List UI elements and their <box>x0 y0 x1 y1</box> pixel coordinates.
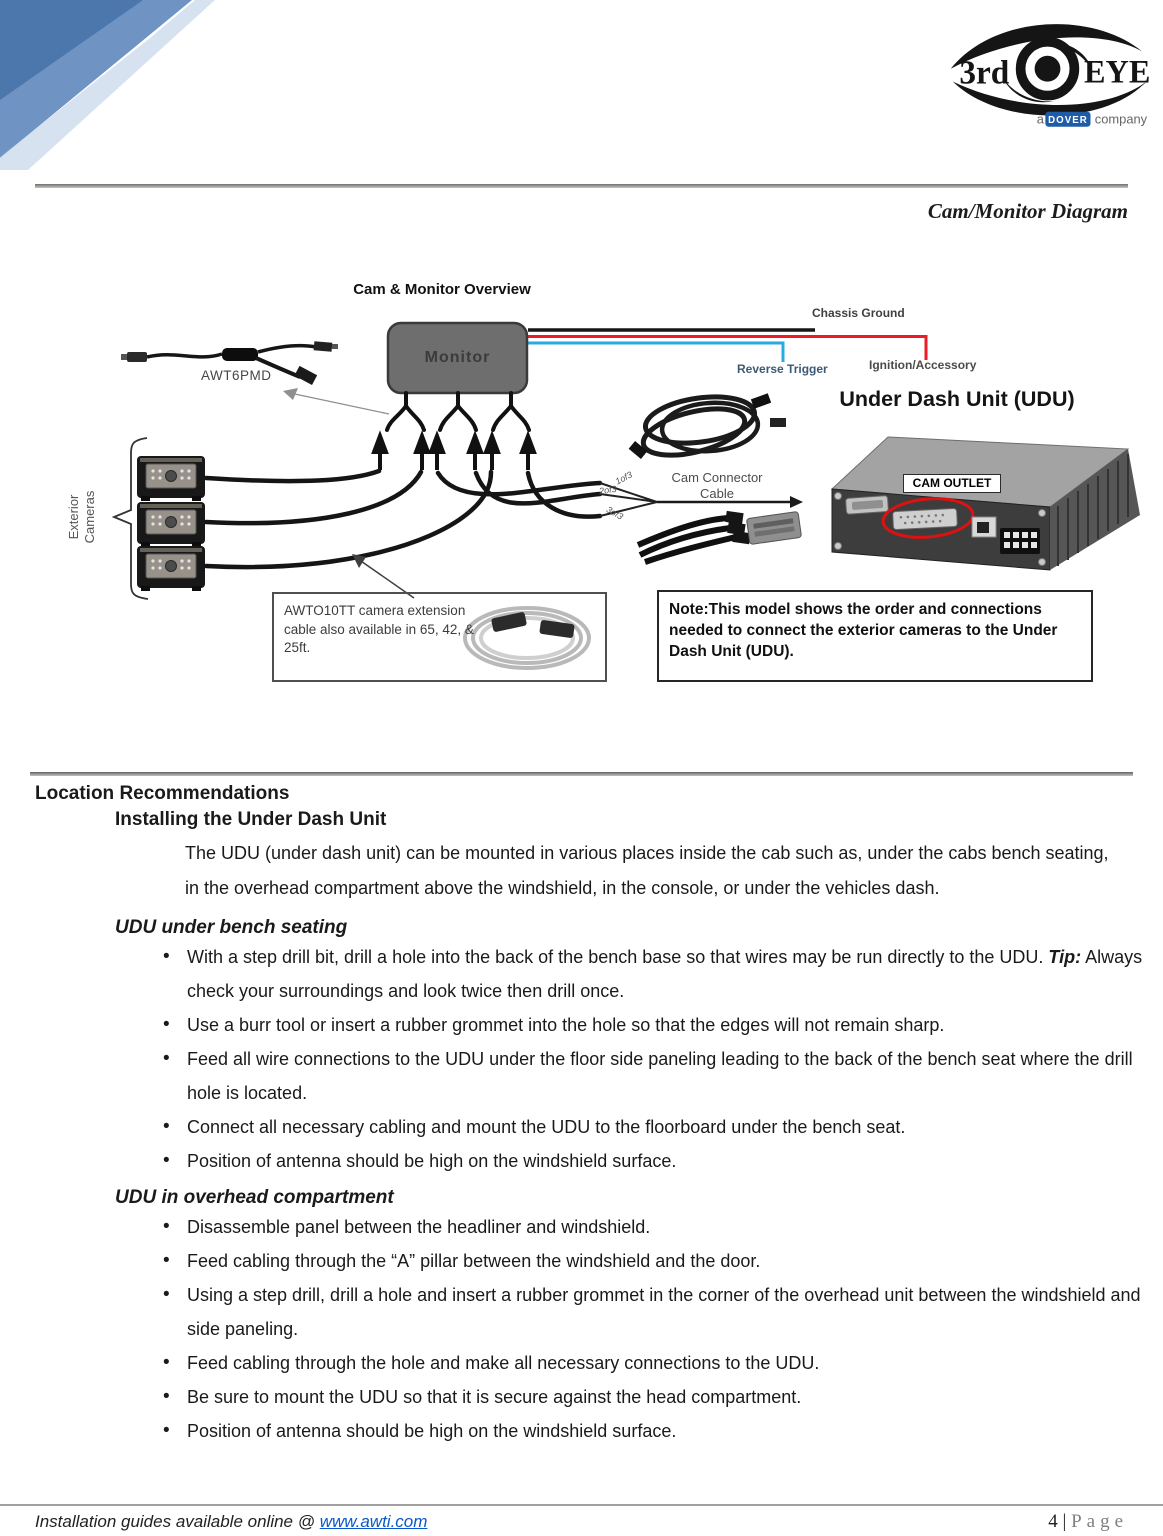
list-item: Be sure to mount the UDU so that it is s… <box>155 1380 1155 1414</box>
cam-outlet-label: CAM OUTLET <box>903 474 1001 493</box>
reverse-trigger-label: Reverse Trigger <box>737 362 828 376</box>
monitor-y-connectors <box>385 391 531 432</box>
page-footer: Installation guides available online @ w… <box>0 1504 1163 1533</box>
awt6pmd-label: AWT6PMD <box>201 368 272 383</box>
dover-badge-text: DOVER <box>1048 115 1088 126</box>
tagline-a: a <box>1037 112 1045 127</box>
list-item: Feed all wire connections to the UDU und… <box>155 1042 1155 1110</box>
cam-connector-arrowhead <box>790 496 803 508</box>
udu-intro-paragraph: The UDU (under dash unit) can be mounted… <box>185 843 1109 898</box>
list-item: Using a step drill, drill a hole and ins… <box>155 1278 1155 1346</box>
overhead-compartment-list: Disassemble panel between the headliner … <box>35 1210 1153 1448</box>
list-item: Position of antenna should be high on th… <box>155 1144 1155 1178</box>
extension-cable-note-box: AWTO10TT camera extension cable also ava… <box>272 592 607 682</box>
camera-icon <box>137 456 205 501</box>
heatsink-fins <box>1057 454 1129 566</box>
dover-tagline: a DOVER company <box>1037 112 1148 127</box>
header-rule <box>35 184 1128 188</box>
bullet-text-pre: With a step drill bit, drill a hole into… <box>187 947 1049 967</box>
camera-icon <box>137 546 205 591</box>
chassis-ground-label: Chassis Ground <box>812 306 905 320</box>
camera-cables <box>203 468 603 570</box>
corner-triangle-dark <box>0 0 143 100</box>
installing-udu-heading: Installing the Under Dash Unit <box>115 809 387 830</box>
brand-text-eye: EYE <box>1084 54 1150 90</box>
cable-ends-art <box>636 510 802 565</box>
eye-icon <box>950 24 1147 116</box>
extension-pointer-arrow <box>352 554 415 599</box>
diagram-title: Cam & Monitor Overview <box>353 281 531 298</box>
udu-box <box>830 436 1140 571</box>
exterior-label-line2: Cameras <box>82 490 97 544</box>
list-item: Feed cabling through the “A” pillar betw… <box>155 1244 1155 1278</box>
exterior-cameras-bracket <box>111 437 149 600</box>
page-number-separator: | <box>1062 1511 1067 1532</box>
awti-link[interactable]: www.awti.com <box>319 1512 428 1531</box>
exterior-cameras-label: Exterior Cameras <box>66 467 110 567</box>
brand-logo: 3rd EYE a DOVER company <box>950 24 1150 127</box>
diagram-note-text: Note:This model shows the order and conn… <box>669 601 1058 660</box>
ignition-accessory-label: Ignition/Accessory <box>869 358 977 372</box>
overhead-compartment-heading: UDU in overhead compartment <box>115 1187 394 1208</box>
extension-cable-coil <box>463 606 591 670</box>
cam-connector-line1: Cam Connector <box>671 470 763 485</box>
body-content: Location Recommendations Installing the … <box>35 782 1153 1448</box>
ignition-wire <box>528 335 928 360</box>
cam-connector-cable-art <box>628 393 786 459</box>
awt6pmd-pointer-arrow <box>283 388 390 415</box>
extension-cable-note-text: AWTO10TT camera extension cable also ava… <box>284 603 474 655</box>
corner-decoration <box>0 0 215 170</box>
wire-lines <box>528 328 928 362</box>
camera-icon <box>137 502 205 547</box>
cam-outlet-connector <box>892 507 958 531</box>
list-item: Feed cabling through the hole and make a… <box>155 1346 1155 1380</box>
corner-triangle-light <box>0 0 215 170</box>
cam-connector-line2: Cable <box>700 486 734 501</box>
exterior-label-line1: Exterior <box>66 494 81 540</box>
udu-heading: Under Dash Unit (UDU) <box>839 387 1075 411</box>
cam-outlet-highlight-circle <box>881 497 975 539</box>
diagram-note-box: Note:This model shows the order and conn… <box>657 590 1093 682</box>
reverse-trigger-wire <box>528 341 785 362</box>
cam-connector-label: Cam Connector Cable <box>652 470 782 502</box>
tip-label: Tip: <box>1048 947 1082 967</box>
footer-note: Installation guides available online @ w… <box>35 1512 427 1532</box>
front-panel-connectors <box>834 492 1046 566</box>
bench-seating-heading: UDU under bench seating <box>115 917 348 938</box>
page-number: 4 | Page <box>1048 1511 1128 1533</box>
list-item: Position of antenna should be high on th… <box>155 1414 1155 1448</box>
page-title: Cam/Monitor Diagram <box>927 199 1128 223</box>
section-rule <box>30 772 1133 776</box>
awt6pmd-cable <box>121 341 338 385</box>
tagline-company: company <box>1095 112 1148 127</box>
dover-badge <box>1045 111 1091 127</box>
monitor-label: Monitor <box>424 349 491 366</box>
cam-monitor-diagram: Cam & Monitor Overview Monitor Chassis G… <box>0 270 1163 710</box>
diagram-artwork <box>111 321 1140 670</box>
bench-seating-list: With a step drill bit, drill a hole into… <box>35 940 1153 1178</box>
cam-connector-junction <box>599 482 658 517</box>
brand-text-3rd: 3rd <box>959 55 1009 92</box>
location-recommendations-heading: Location Recommendations <box>35 783 290 804</box>
footer-note-text: Installation guides available online @ <box>35 1512 320 1531</box>
cable-up-arrows <box>371 430 537 470</box>
list-item: Connect all necessary cabling and mount … <box>155 1110 1155 1144</box>
bullet-text-post: Always check your surroundings and look … <box>187 947 1143 1001</box>
list-item: Use a burr tool or insert a rubber gromm… <box>155 1008 1155 1042</box>
list-item: With a step drill bit, drill a hole into… <box>155 940 1155 1008</box>
list-item: Disassemble panel between the headliner … <box>155 1210 1155 1244</box>
page-word: Page <box>1071 1511 1128 1532</box>
page-number-value: 4 <box>1048 1511 1058 1532</box>
